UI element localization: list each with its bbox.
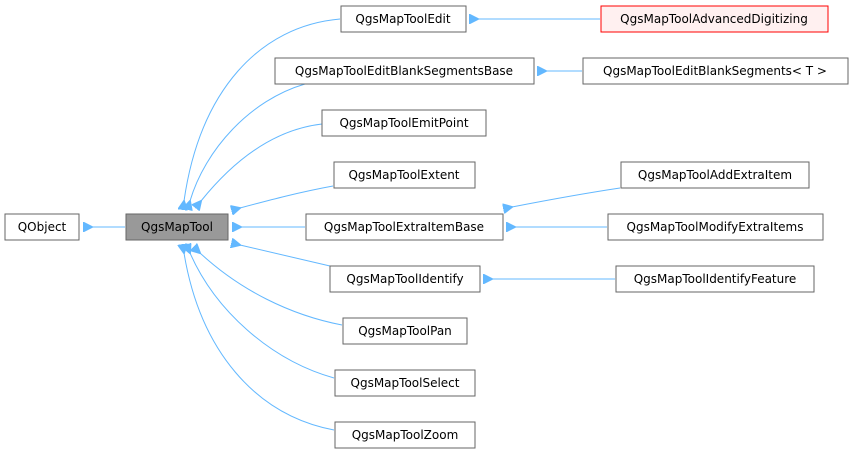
edge-qgsmaptool-edit-blank-base bbox=[190, 83, 306, 201]
node-label: QgsMapToolExtent bbox=[348, 168, 459, 182]
node-label: QgsMapToolModifyExtraItems bbox=[627, 220, 804, 234]
edge-extra-item-base-add-extra-item bbox=[512, 187, 621, 207]
node-label: QgsMapToolEdit bbox=[355, 12, 450, 26]
nodes: QObject QgsMapTool QgsMapToolEdit QgsMap… bbox=[4, 5, 849, 449]
node-modify-extra-items[interactable]: QgsMapToolModifyExtraItems bbox=[607, 213, 824, 241]
node-edit-blank[interactable]: QgsMapToolEditBlankSegments< T > bbox=[582, 57, 849, 85]
node-select[interactable]: QgsMapToolSelect bbox=[334, 369, 476, 397]
node-label: QgsMapToolIdentify bbox=[346, 272, 463, 286]
edge-qgsmaptool-edit bbox=[184, 18, 341, 201]
node-label: QgsMapToolIdentifyFeature bbox=[634, 272, 797, 286]
node-label: QgsMapTool bbox=[141, 220, 213, 234]
node-emit-point[interactable]: QgsMapToolEmitPoint bbox=[321, 109, 487, 137]
node-label: QgsMapToolPan bbox=[358, 324, 452, 338]
node-extra-item-base[interactable]: QgsMapToolExtraItemBase bbox=[305, 213, 504, 241]
node-label: QgsMapToolExtraItemBase bbox=[324, 220, 484, 234]
node-label: QObject bbox=[18, 220, 67, 234]
node-label: QgsMapToolAddExtraItem bbox=[638, 168, 792, 182]
node-identify-feature[interactable]: QgsMapToolIdentifyFeature bbox=[615, 265, 815, 293]
node-advanced-digitizing[interactable]: QgsMapToolAdvancedDigitizing bbox=[600, 5, 829, 33]
node-edit-blank-base[interactable]: QgsMapToolEditBlankSegmentsBase bbox=[274, 57, 535, 85]
node-label: QgsMapToolSelect bbox=[351, 376, 460, 390]
edge-qgsmaptool-pan bbox=[200, 253, 343, 326]
node-qgsmaptool[interactable]: QgsMapTool bbox=[125, 213, 229, 241]
edge-qgsmaptool-select bbox=[190, 253, 335, 379]
node-identify[interactable]: QgsMapToolIdentify bbox=[329, 265, 481, 293]
node-extent[interactable]: QgsMapToolExtent bbox=[333, 161, 476, 189]
node-label: QgsMapToolAdvancedDigitizing bbox=[620, 12, 808, 26]
edge-qgsmaptool-emit-point bbox=[201, 123, 323, 201]
node-add-extra-item[interactable]: QgsMapToolAddExtraItem bbox=[620, 161, 810, 189]
node-edit[interactable]: QgsMapToolEdit bbox=[340, 5, 467, 33]
node-label: QgsMapToolEmitPoint bbox=[339, 116, 468, 130]
edge-qgsmaptool-identify bbox=[240, 245, 331, 267]
edge-qgsmaptool-zoom bbox=[184, 253, 335, 431]
node-label: QgsMapToolZoom bbox=[352, 428, 459, 442]
node-zoom[interactable]: QgsMapToolZoom bbox=[334, 421, 476, 449]
node-label: QgsMapToolEditBlankSegments< T > bbox=[603, 64, 827, 78]
node-label: QgsMapToolEditBlankSegmentsBase bbox=[295, 64, 513, 78]
node-pan[interactable]: QgsMapToolPan bbox=[342, 317, 468, 345]
edges bbox=[92, 18, 621, 431]
edge-qgsmaptool-extent bbox=[240, 185, 334, 208]
node-qobject[interactable]: QObject bbox=[4, 213, 80, 241]
